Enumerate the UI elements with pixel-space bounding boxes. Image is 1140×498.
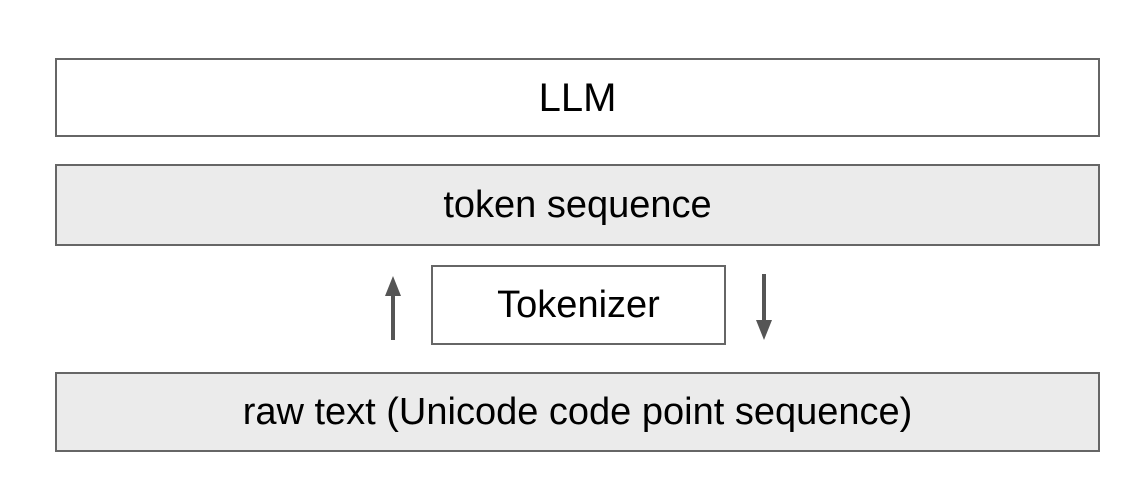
node-llm: LLM	[55, 58, 1100, 137]
node-tokenizer-label: Tokenizer	[497, 284, 660, 326]
node-raw-text-label: raw text (Unicode code point sequence)	[242, 391, 913, 433]
node-llm-label: LLM	[538, 75, 617, 120]
node-token-sequence-label: token sequence	[443, 184, 712, 226]
node-tokenizer: Tokenizer	[431, 265, 726, 345]
node-raw-text: raw text (Unicode code point sequence)	[55, 372, 1100, 452]
arrow-down-icon	[756, 274, 772, 340]
arrow-up-icon	[385, 276, 401, 340]
node-token-sequence: token sequence	[55, 164, 1100, 246]
